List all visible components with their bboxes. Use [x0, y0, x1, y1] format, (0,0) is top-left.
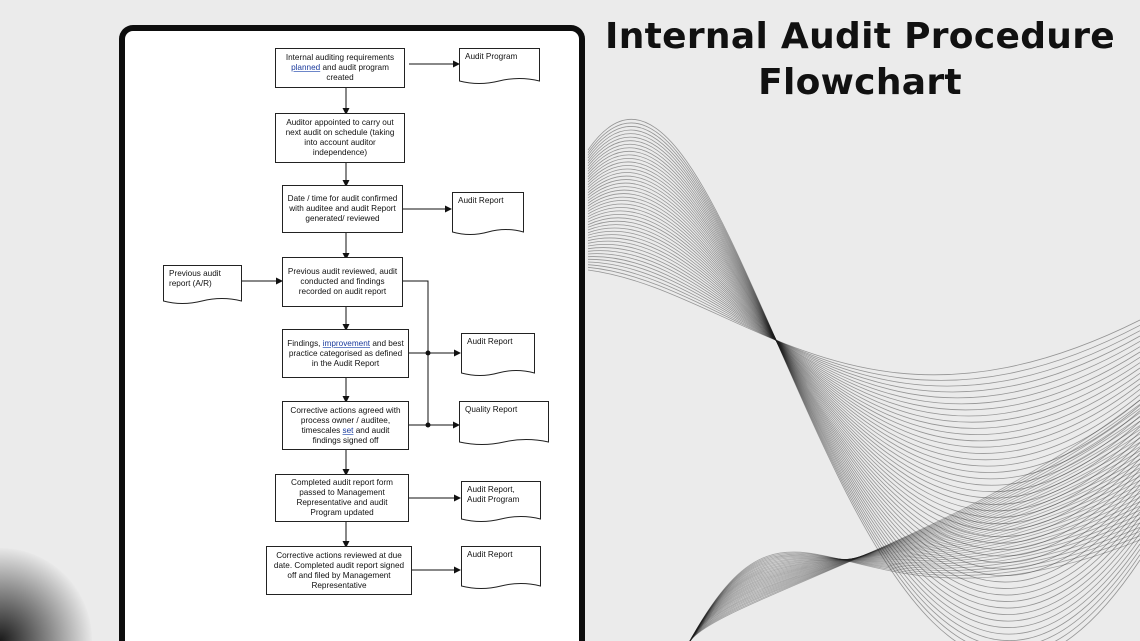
step-2-appoint-auditor: Auditor appointed to carry out next audi… — [275, 113, 405, 163]
title-line-1: Internal Audit Procedure — [605, 16, 1115, 57]
step-7-report-passed: Completed audit report form passed to Ma… — [275, 474, 409, 522]
corner-shape — [0, 548, 93, 641]
step-4-conduct-audit: Previous audit reviewed, audit conducted… — [282, 257, 403, 307]
document-label: Audit Report, Audit Program — [467, 485, 520, 504]
document-audit-report-3: Audit Report — [461, 546, 541, 592]
step-1-plan-requirements: Internal auditing requirements planned a… — [275, 48, 405, 88]
document-audit-program: Audit Program — [459, 48, 540, 86]
wave-lines — [587, 118, 1140, 641]
page-title: Internal Audit Procedure Flowchart — [600, 14, 1120, 106]
document-label: Audit Program — [465, 52, 518, 61]
flowchart-panel: Internal auditing requirements planned a… — [119, 25, 585, 641]
document-previous-audit-report: Previous audit report (A/R) — [163, 265, 242, 307]
document-label: Previous audit report (A/R) — [169, 269, 221, 288]
document-label: Quality Report — [465, 405, 518, 414]
document-quality-report: Quality Report — [459, 401, 549, 448]
step-5-categorise-findings: Findings, improvement and best practice … — [282, 329, 409, 378]
document-audit-report-program: Audit Report, Audit Program — [461, 481, 541, 525]
flowchart-connectors — [241, 60, 461, 574]
step-3-confirm-date: Date / time for audit confirmed with aud… — [282, 185, 403, 233]
document-audit-report-2: Audit Report — [461, 333, 535, 379]
document-label: Audit Report — [467, 337, 513, 346]
document-audit-report-1: Audit Report — [452, 192, 524, 238]
document-label: Audit Report — [458, 196, 504, 205]
step-8-review-actions: Corrective actions reviewed at due date.… — [266, 546, 412, 595]
step-6-agree-actions: Corrective actions agreed with process o… — [282, 401, 409, 450]
title-line-2: Flowchart — [758, 62, 962, 103]
document-label: Audit Report — [467, 550, 513, 559]
